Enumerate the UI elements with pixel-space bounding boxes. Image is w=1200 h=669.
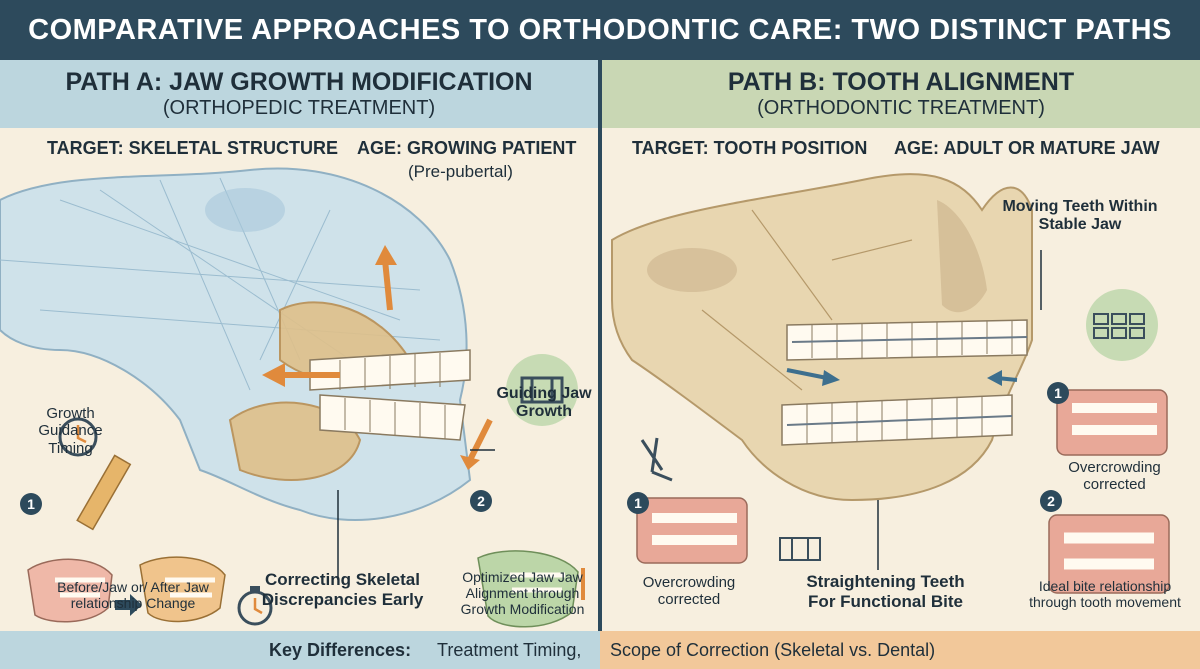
label-guiding-jaw-growth: Guiding Jaw Growth (496, 385, 592, 421)
key-differences-right-text: Scope of Correction (Skeletal vs. Dental… (610, 640, 936, 660)
path-b-badge-left-1: 1 (627, 492, 649, 514)
skull-illustration (0, 167, 585, 628)
label-straightening-teeth: Straightening Teeth For Functional Bite (806, 572, 965, 611)
label-ideal-bite: Ideal bite relationship through tooth mo… (1029, 578, 1181, 611)
label-overcrowding-left: Overcrowding corrected (642, 574, 736, 609)
label-overcrowding-right: Overcrowding corrected (1068, 459, 1161, 494)
label-correcting-skeletal: Correcting Skeletal Discrepancies Early (261, 570, 424, 609)
panel-path-a: PATH A: JAW GROWTH MODIFICATION (ORTHOPE… (0, 60, 598, 631)
path-b-subtitle: (ORTHODONTIC TREATMENT) (757, 97, 1045, 119)
bottom-bar: Key Differences: Treatment Timing, Scope… (0, 631, 1200, 669)
path-b-badge-2: 2 (1040, 490, 1062, 512)
path-a-target: TARGET: SKELETAL STRUCTURE (47, 138, 338, 158)
path-a-header: PATH A: JAW GROWTH MODIFICATION (ORTHOPE… (0, 60, 598, 128)
path-b-age: AGE: ADULT OR MATURE JAW (894, 138, 1160, 158)
label-growth-guidance-timing: Growth Guidance Timing (38, 405, 103, 457)
path-a-badge-2: 2 (470, 490, 492, 512)
key-differences-label: Key Differences: (269, 640, 412, 660)
label-before-after: Before/Jaw or/ After Jaw relationship Ch… (57, 579, 209, 612)
label-moving-teeth: Moving Teeth Within Stable Jaw (1002, 198, 1158, 234)
path-a-age-note: (Pre-pubertal) (408, 162, 513, 181)
path-b-header: PATH B: TOOTH ALIGNMENT (ORTHODONTIC TRE… (602, 60, 1200, 128)
bottom-bar-right (600, 631, 1200, 669)
path-b-target: TARGET: TOOTH POSITION (632, 138, 868, 158)
page-title: COMPARATIVE APPROACHES TO ORTHODONTIC CA… (0, 0, 1200, 60)
path-b-title: PATH B: TOOTH ALIGNMENT (727, 68, 1075, 96)
path-a-age: AGE: GROWING PATIENT (357, 138, 577, 158)
panel-divider (598, 60, 602, 631)
key-differences-left-text: Treatment Timing, (437, 640, 582, 660)
path-b-badge-1: 1 (1047, 382, 1069, 404)
bottom-bar-left (0, 631, 600, 669)
path-a-title: PATH A: JAW GROWTH MODIFICATION (65, 68, 533, 96)
bone-skull-illustration (611, 173, 1170, 594)
path-a-subtitle: (ORTHOPEDIC TREATMENT) (162, 97, 436, 119)
panel-path-b: PATH B: TOOTH ALIGNMENT (ORTHODONTIC TRE… (602, 60, 1200, 631)
path-a-badge-1: 1 (20, 493, 42, 515)
label-optimized-alignment: Optimized Jaw Jaw Alignment through Grow… (460, 569, 585, 618)
